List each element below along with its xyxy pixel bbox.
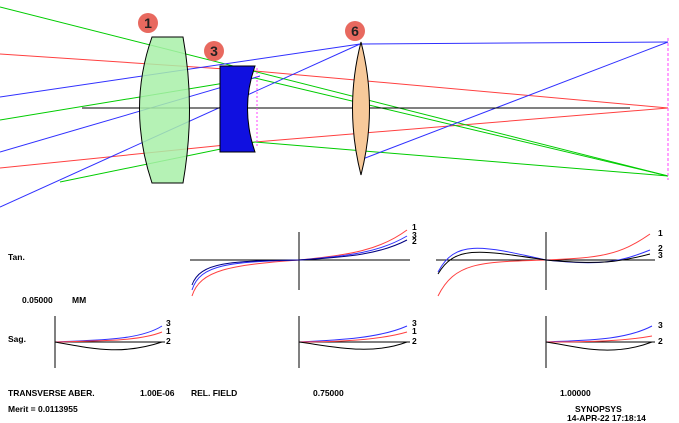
field-mid-value: 0.75000 <box>313 388 344 398</box>
ray-red-4 <box>254 107 669 143</box>
svg-text:3: 3 <box>412 230 417 240</box>
svg-text:1: 1 <box>412 326 417 336</box>
svg-text:2: 2 <box>412 336 417 346</box>
transverse-label: TRANSVERSE ABER. <box>8 388 95 398</box>
ray-green-2 <box>0 77 256 121</box>
ray-green-6 <box>254 141 669 177</box>
svg-text:2: 2 <box>412 236 417 246</box>
lens-element-6 <box>352 41 370 176</box>
ray-blue-2 <box>359 41 669 45</box>
rel-field-label: REL. FIELD <box>191 388 237 398</box>
svg-text:1: 1 <box>166 326 171 336</box>
element-badge-3: 3 <box>204 41 224 61</box>
ray-green-3 <box>254 77 669 177</box>
ray-bundle <box>0 6 669 208</box>
wavelength-value: 1.00E-06 <box>140 388 175 398</box>
svg-text:2: 2 <box>658 336 663 346</box>
field-full-value: 1.00000 <box>560 388 591 398</box>
lens-element-1 <box>139 36 190 184</box>
merit-value: Merit = 0.0113955 <box>8 404 78 414</box>
ray-blue-5 <box>359 41 669 161</box>
svg-text:1: 1 <box>658 228 663 238</box>
ray-red-1 <box>0 53 256 72</box>
tan-plot-full: 1 2 3 <box>436 228 663 297</box>
svg-text:3: 3 <box>166 318 171 328</box>
svg-text:3: 3 <box>210 43 218 59</box>
sag-row-label: Sag. <box>8 334 26 344</box>
svg-text:2: 2 <box>166 336 171 346</box>
ray-red-3 <box>0 141 256 169</box>
scale-unit: MM <box>72 295 86 305</box>
element-badge-6: 6 <box>345 21 365 41</box>
ray-red-2 <box>254 70 669 109</box>
svg-text:3: 3 <box>658 320 663 330</box>
sag-plot-mid: 3 1 2 <box>298 316 417 368</box>
svg-text:6: 6 <box>351 23 359 39</box>
ray-blue-3 <box>0 75 261 153</box>
timestamp: 14-APR-22 17:18:14 <box>567 413 646 423</box>
svg-text:1: 1 <box>412 222 417 232</box>
tan-row-label: Tan. <box>8 252 25 262</box>
svg-text:3: 3 <box>412 318 417 328</box>
svg-text:2: 2 <box>658 243 663 253</box>
element-badge-1: 1 <box>138 13 158 33</box>
sag-plot-full: 3 2 <box>545 316 663 368</box>
scale-value: 0.05000 <box>22 295 53 305</box>
svg-text:1: 1 <box>144 15 152 31</box>
brand-label: SYNOPSYS <box>575 404 622 414</box>
sag-plot-axis: 3 1 2 <box>54 316 171 368</box>
lens-element-3 <box>219 65 256 153</box>
ray-green-1 <box>0 6 669 177</box>
tan-plot-mid: 1 3 2 <box>190 222 417 297</box>
svg-text:3: 3 <box>658 250 663 260</box>
